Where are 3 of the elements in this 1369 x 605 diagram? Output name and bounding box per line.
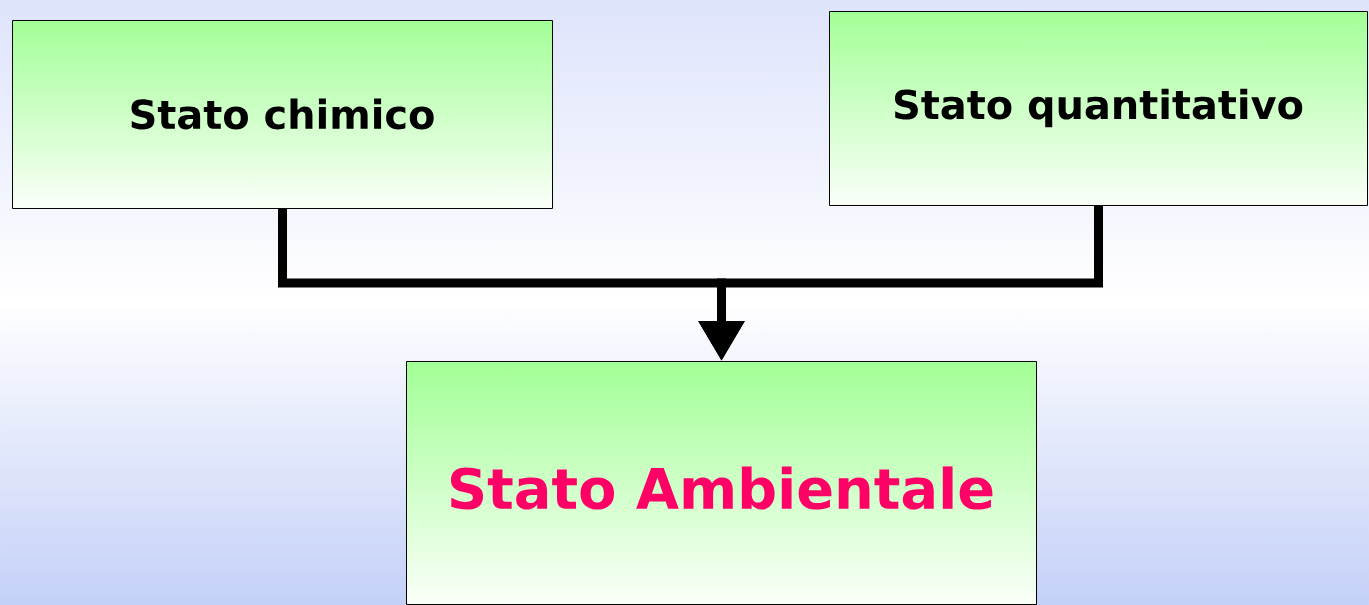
text-box: Stato chimico	[12, 20, 553, 209]
text-box: Stato quantitativo	[829, 11, 1368, 206]
text-box: Stato Ambientale	[406, 361, 1037, 605]
